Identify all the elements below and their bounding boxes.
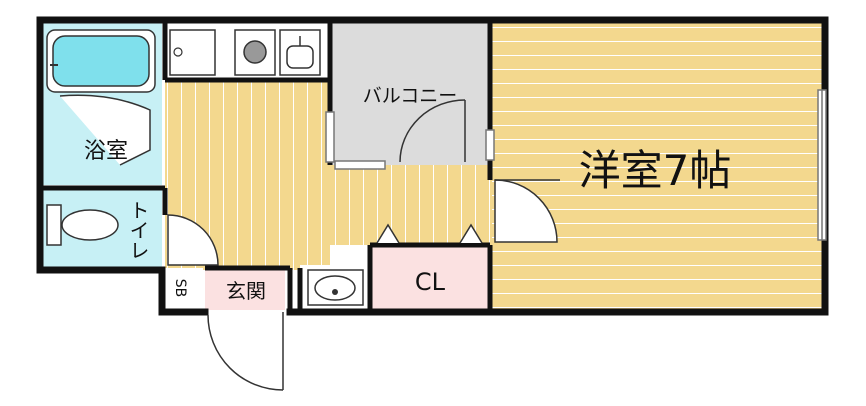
room-door-icon — [494, 179, 560, 243]
balcony-area — [332, 22, 490, 165]
stove-icon — [234, 29, 276, 76]
toilet-icon — [46, 204, 119, 246]
windows — [325, 89, 827, 241]
wash-basin-icon — [307, 269, 364, 306]
shoe-box-label: SB — [172, 279, 188, 298]
bathtub-icon — [46, 29, 156, 93]
sink-icon — [279, 29, 321, 76]
washer-icon — [169, 29, 216, 76]
shoe-box-area — [165, 268, 203, 310]
entrance-area — [205, 268, 285, 310]
western-room-floor — [492, 22, 822, 312]
closet-doors-icon — [376, 223, 483, 244]
entrance-label: 玄関 — [226, 279, 266, 303]
toilet-door-icon — [167, 214, 219, 266]
closet-area — [372, 245, 490, 310]
hall-floor — [330, 165, 492, 245]
western-room-label: 洋室7帖 — [579, 146, 732, 195]
interior-walls — [42, 20, 493, 312]
entrance-door-icon — [207, 312, 284, 391]
balcony-label: バルコニー — [363, 85, 458, 107]
balcony-door-icon — [399, 99, 466, 163]
closet-label: CL — [415, 268, 446, 296]
toilet-label: トイレ — [126, 200, 150, 260]
bath-door-icon — [59, 94, 151, 166]
bath-label: 浴室 — [84, 139, 128, 164]
